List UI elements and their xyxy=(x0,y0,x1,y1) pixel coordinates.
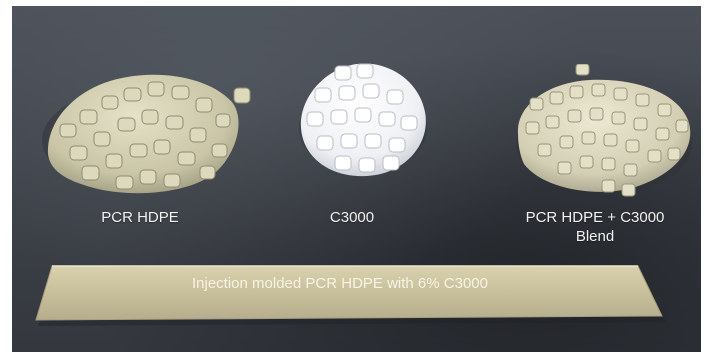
blend-pellet-pile xyxy=(516,64,692,197)
blend-caption-line-2: Blend xyxy=(575,228,615,245)
blend-caption: PCR HDPE + C3000 Blend xyxy=(505,208,685,246)
c3000-caption: C3000 xyxy=(329,209,375,226)
injection-molded-bar xyxy=(35,265,666,326)
pcr-hdpe-pellet-pile xyxy=(42,74,251,194)
molded-bar-label: Injection molded PCR HDPE with 6% C3000 xyxy=(192,275,488,292)
photo xyxy=(12,6,701,352)
pcr-hdpe-caption: PCR HDPE xyxy=(101,209,179,226)
c3000-pellet-pile xyxy=(299,63,427,177)
blend-caption-line-1: PCR HDPE + C3000 xyxy=(525,209,665,226)
